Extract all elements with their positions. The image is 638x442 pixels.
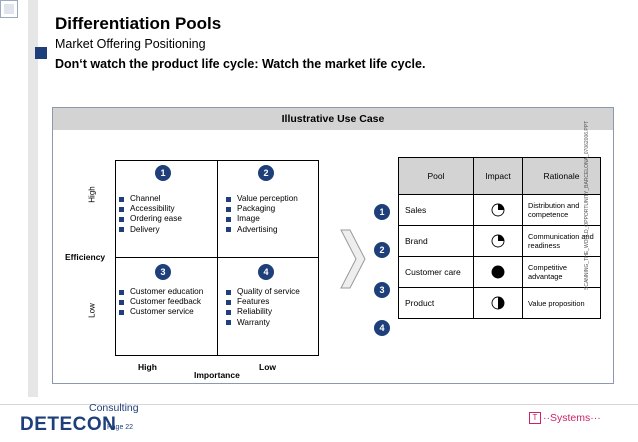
column-header-pool: Pool <box>399 158 474 194</box>
list-item: Advertising <box>226 225 298 235</box>
list-item: Customer feedback <box>119 297 203 307</box>
list-item: Value perception <box>226 194 298 204</box>
panel-title: Illustrative Use Case <box>53 108 613 130</box>
rationale-cell: Value proposition <box>528 298 585 308</box>
column-header-rationale: Rationale <box>543 170 580 181</box>
list-item: Quality of service <box>226 287 300 297</box>
partner-mark: T <box>529 412 541 425</box>
corner-square-icon <box>0 0 18 18</box>
table-row: Customer care Competitive advantage <box>398 257 601 288</box>
title-accent-square <box>35 47 47 59</box>
pool-cell: Product <box>399 288 474 318</box>
impact-cell <box>474 226 523 256</box>
rationale-cell: Competitive advantage <box>528 263 568 281</box>
file-reference: SCANNING_THE_WORLD_OPPORTUNITY_BARCELONA… <box>584 120 590 290</box>
harvey-ball-icon <box>491 265 505 279</box>
pool-cell: Customer care <box>399 257 474 287</box>
matrix-vertical-divider <box>217 160 218 356</box>
list-item: Customer education <box>119 287 203 297</box>
matrix-horizontal-divider <box>115 257 319 258</box>
rationale-cell: Distribution and competence <box>528 201 580 219</box>
list-item: Packaging <box>226 204 298 214</box>
pool-cell: Brand <box>399 226 474 256</box>
harvey-ball-outline <box>491 265 505 279</box>
impact-cell <box>474 257 523 287</box>
footer-divider <box>0 404 638 405</box>
harvey-ball-fill <box>498 297 504 309</box>
impact-cell <box>474 195 523 225</box>
list-item: Reliability <box>226 307 300 317</box>
column-header-impact: Impact <box>474 158 523 194</box>
chevron-right-icon <box>340 229 366 289</box>
table-row: Product Value proposition <box>398 288 601 319</box>
rationale-cell: Communication and readiness <box>528 232 594 250</box>
logo-consulting-text: Consulting <box>89 402 139 414</box>
quadrant-3-list: Customer education Customer feedback Cus… <box>119 287 203 318</box>
quadrant-2-number: 2 <box>258 165 274 181</box>
page-number: Page 22 <box>107 424 134 431</box>
harvey-ball-fill <box>498 204 504 210</box>
harvey-ball-fill <box>498 235 504 241</box>
list-item: Warranty <box>226 318 300 328</box>
harvey-ball-icon <box>491 296 505 310</box>
row-1-number: 1 <box>374 204 390 220</box>
partner-logo: T··Systems··· <box>529 412 601 425</box>
list-item: Delivery <box>119 225 182 235</box>
list-item: Customer service <box>119 307 203 317</box>
page-title: Differentiation Pools <box>55 14 222 33</box>
quadrant-4-number: 4 <box>258 264 274 280</box>
page-headline: Don‘t watch the product life cycle: Watc… <box>55 57 426 71</box>
row-4-number: 4 <box>374 320 390 336</box>
x-axis-label: Importance <box>194 370 240 380</box>
harvey-ball-icon <box>491 234 505 248</box>
page-subtitle: Market Offering Positioning <box>55 37 206 51</box>
x-axis-low: Low <box>259 362 276 372</box>
list-item: Image <box>226 214 298 224</box>
list-item: Features <box>226 297 300 307</box>
harvey-ball-icon <box>491 203 505 217</box>
quadrant-3-number: 3 <box>155 264 171 280</box>
list-item: Ordering ease <box>119 214 182 224</box>
y-axis-high: High <box>87 186 97 203</box>
partner-name: ··Systems··· <box>543 412 601 424</box>
table-row: Brand Communication and readiness <box>398 226 601 257</box>
list-item: Accessibility <box>119 204 182 214</box>
row-3-number: 3 <box>374 282 390 298</box>
quadrant-4-list: Quality of service Features Reliability … <box>226 287 300 328</box>
pool-cell: Sales <box>399 195 474 225</box>
quadrant-2-list: Value perception Packaging Image Adverti… <box>226 194 298 235</box>
y-axis-low: Low <box>87 303 97 318</box>
y-axis-label: Efficiency <box>65 252 106 262</box>
list-item: Channel <box>119 194 182 204</box>
table-header-row: Pool Impact Rationale <box>398 157 601 195</box>
quadrant-1-number: 1 <box>155 165 171 181</box>
row-2-number: 2 <box>374 242 390 258</box>
quadrant-1-list: Channel Accessibility Ordering ease Deli… <box>119 194 182 235</box>
logo-detecon-text: DETECON <box>20 414 117 435</box>
table-row: Sales Distribution and competence <box>398 195 601 226</box>
x-axis-high: High <box>138 362 157 372</box>
impact-cell <box>474 288 523 318</box>
left-margin-bar <box>28 0 38 397</box>
